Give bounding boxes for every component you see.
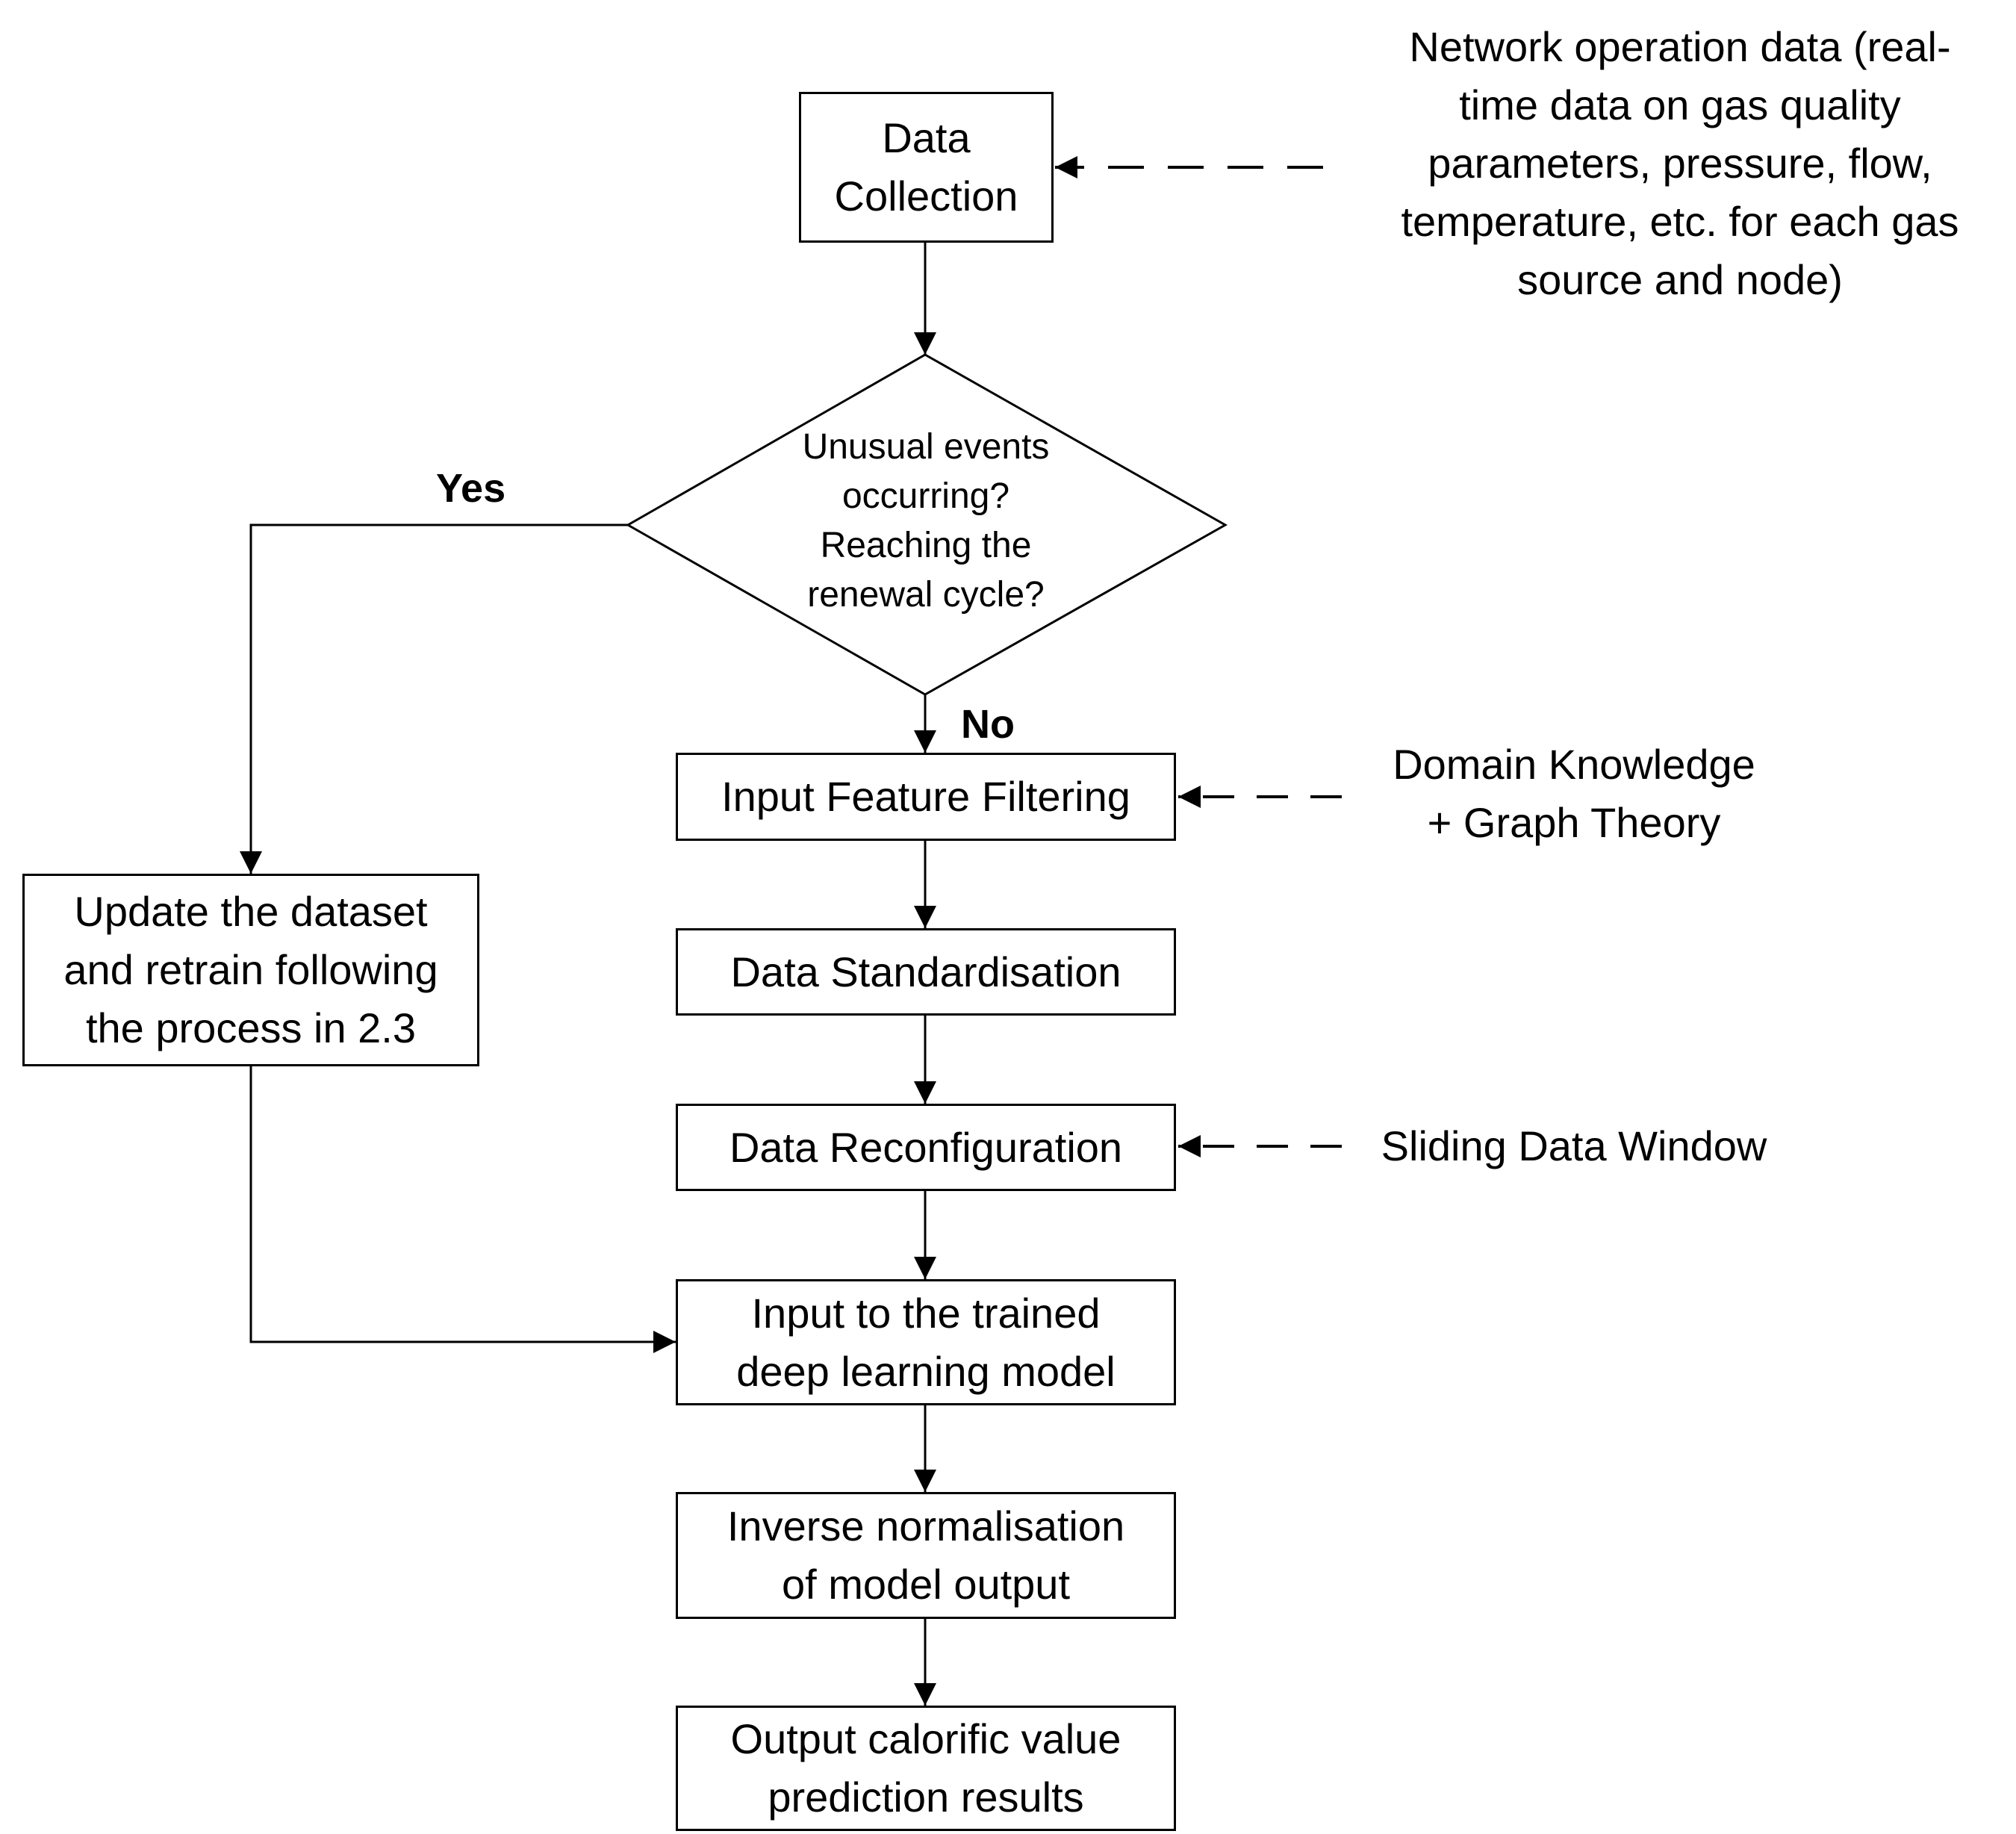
data-standardisation-label: Data Standardisation: [730, 948, 1121, 995]
input-feature-filtering-box: Input Feature Filtering: [676, 753, 1176, 841]
decision-diamond: [625, 353, 1228, 696]
update-dataset-label: Update the dataset and retrain following…: [63, 888, 438, 1051]
data-standardisation-box: Data Standardisation: [676, 928, 1176, 1016]
network-data-note: Network operation data (real- time data …: [1401, 23, 1959, 303]
arrow-update-to-model: [249, 1066, 676, 1353]
output-results-label: Output calorific value prediction result…: [730, 1715, 1121, 1821]
arrow-yes-branch: [240, 523, 628, 874]
inverse-normalisation-box: Inverse normalisation of model output: [676, 1492, 1176, 1619]
domain-knowledge-note: Domain Knowledge + Graph Theory: [1393, 741, 1755, 846]
inverse-normalisation-label: Inverse normalisation of model output: [727, 1502, 1125, 1608]
input-feature-filtering-label: Input Feature Filtering: [721, 773, 1130, 820]
yes-label: Yes: [436, 466, 506, 511]
input-to-model-label: Input to the trained deep learning model: [736, 1289, 1116, 1395]
data-reconfiguration-label: Data Reconfiguration: [729, 1123, 1123, 1171]
data-collection-label: Data Collection: [834, 114, 1018, 220]
data-collection-box: Data Collection: [799, 92, 1054, 243]
output-results-box: Output calorific value prediction result…: [676, 1706, 1176, 1831]
update-dataset-box: Update the dataset and retrain following…: [22, 874, 479, 1066]
data-reconfiguration-box: Data Reconfiguration: [676, 1104, 1176, 1191]
sliding-window-note: Sliding Data Window: [1381, 1122, 1767, 1169]
input-to-model-box: Input to the trained deep learning model: [676, 1279, 1176, 1405]
decision-label: Unusual events occurring? Reaching the r…: [802, 427, 1050, 615]
no-label: No: [961, 702, 1015, 747]
